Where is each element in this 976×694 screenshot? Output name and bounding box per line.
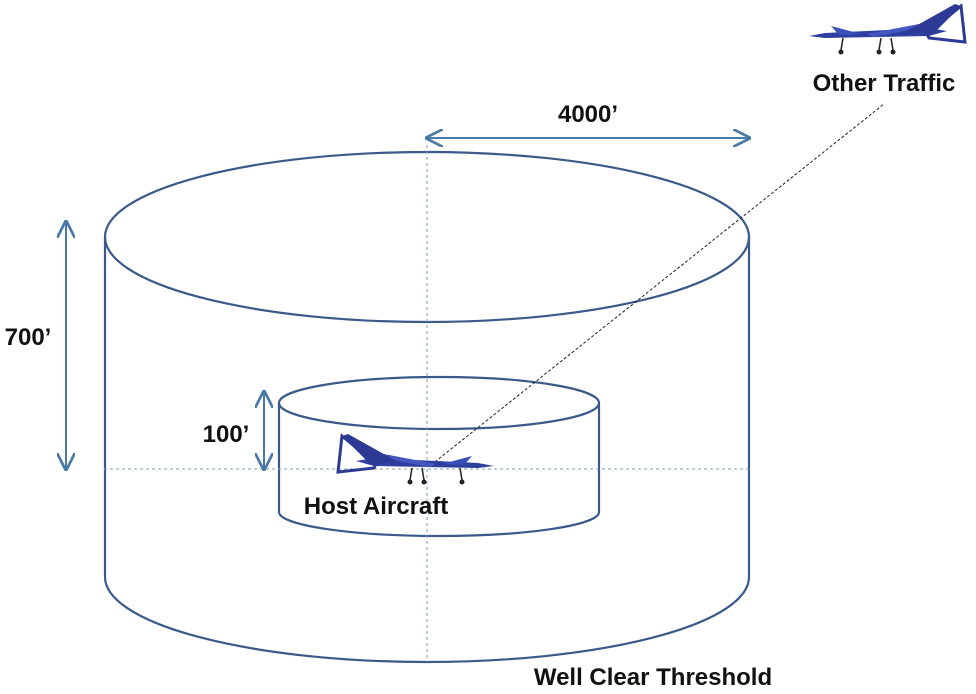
outer-height-label: 700’ — [5, 324, 52, 351]
horizontal-dimension-label: 4000’ — [558, 101, 618, 128]
uav-drone-icon — [809, 3, 967, 55]
guide-lines — [104, 145, 749, 662]
other-traffic-label: Other Traffic — [813, 70, 956, 97]
inner-cylinder-top — [277, 375, 601, 431]
inner-height-label: 100’ — [203, 421, 250, 448]
inner-cylinder-bottom — [277, 511, 601, 538]
host-aircraft-label: Host Aircraft — [304, 493, 448, 520]
inner-cylinder — [277, 375, 601, 538]
well-clear-threshold-label: Well Clear Threshold — [534, 664, 772, 691]
uav-drone-icon — [336, 433, 494, 485]
line-of-sight — [430, 103, 885, 466]
